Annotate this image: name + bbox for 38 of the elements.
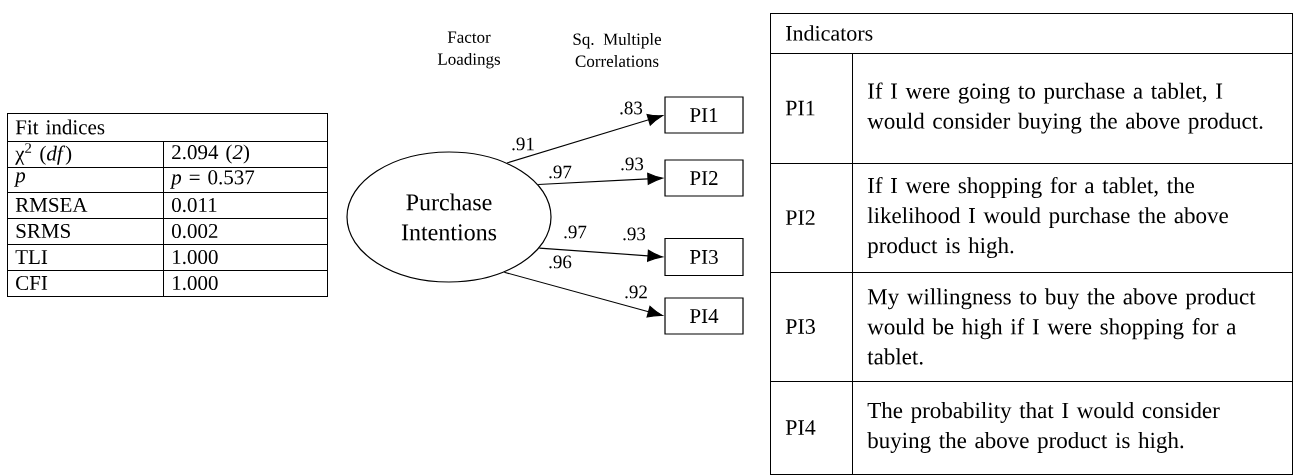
indicator-box: PI2: [664, 159, 744, 197]
correlation-value: .93: [623, 227, 646, 241]
indicator-box: PI4: [664, 297, 744, 335]
table-header-cell: Fit indices: [7, 113, 328, 142]
column-heading: Factor Loadings: [437, 31, 501, 69]
table-cell: PI1: [770, 53, 853, 164]
table-cell: p: [7, 167, 164, 193]
table-cell: The probability that I would consider buying the above product is high.: [852, 381, 1293, 475]
arrow: [503, 271, 663, 318]
arrow: [506, 113, 663, 164]
table-cell: p = 0.537: [163, 167, 328, 193]
edge-label: .97: [562, 224, 588, 240]
correlation-value: .93: [621, 157, 644, 171]
table-cell: RMSEA: [7, 192, 164, 219]
edge-label: .91: [510, 136, 536, 152]
table-cell: 2.094 (2): [163, 141, 328, 168]
table-cell: 0.002: [163, 218, 328, 245]
table-cell: PI2: [770, 163, 853, 273]
arrow: [537, 172, 663, 186]
table-cell: If I were shopping for a tablet, the likelihood I would purchase the above product is high.: [852, 163, 1293, 273]
table-cell: 1.000: [163, 244, 328, 271]
indicator-box: PI3: [664, 237, 744, 277]
table-cell: SRMS: [7, 218, 164, 245]
arrow: [538, 247, 663, 262]
indicator-box: PI1: [664, 96, 744, 134]
table-cell: If I were going to purchase a tablet, I would consider buying the above product.: [852, 53, 1293, 164]
column-heading: Sq. Multiple Correlations: [573, 33, 662, 67]
table-cell: 0.011: [163, 192, 328, 219]
table-cell: My willingness to buy the above product would be high if I were shopping for a tablet.: [852, 272, 1293, 382]
table-cell: 1.000: [163, 270, 328, 297]
correlation-value: .92: [625, 285, 647, 299]
table-header-cell: Indicators: [770, 13, 1293, 54]
table-cell: PI3: [770, 272, 853, 382]
correlation-value: .83: [620, 101, 643, 115]
table-cell: χ$^{2}$ (df): [7, 141, 164, 168]
table-cell: PI4: [770, 381, 853, 475]
table-cell: TLI: [7, 244, 164, 271]
table-cell: CFI: [7, 270, 164, 297]
